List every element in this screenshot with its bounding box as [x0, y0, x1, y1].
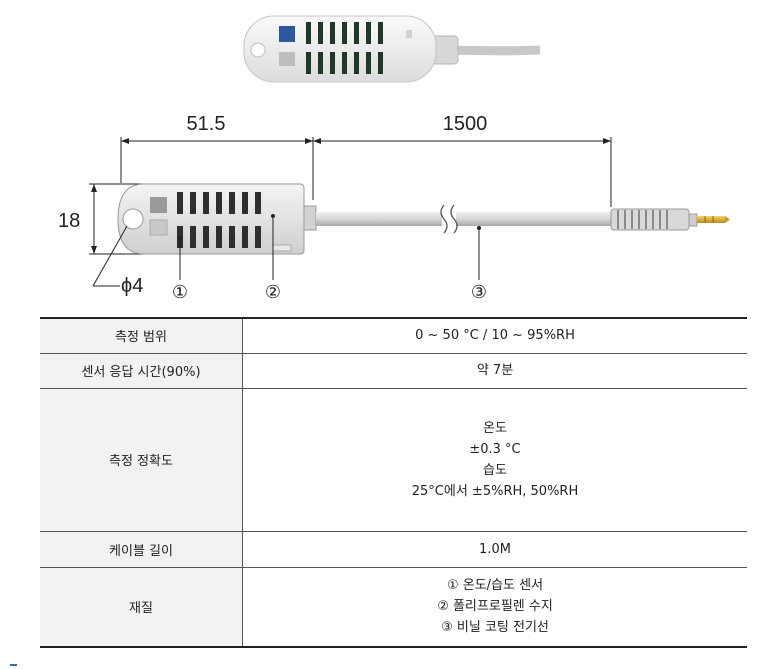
spec-value-line: ② 폴리프로필렌 수지 [437, 599, 553, 615]
callout-3: ③ [471, 282, 487, 303]
dimension-height-label: 18 [58, 210, 80, 232]
spec-value-line: 25°C에서 ±5%RH, 50%RH [411, 483, 579, 499]
spec-row-accuracy: 측정 정확도 온도 ±0.3 °C 습도 25°C에서 ±5%RH, 50%RH [40, 387, 747, 532]
photo-tab [406, 30, 412, 38]
plug-pin [697, 216, 725, 223]
break-mark-left [440, 204, 448, 234]
spec-value: 약 7분 [242, 352, 747, 389]
spec-label: 재질 [40, 566, 243, 648]
sensor-body [117, 183, 305, 255]
mount-hole [122, 208, 144, 230]
photo-mount-hole [250, 42, 266, 58]
spec-label: 측정 범위 [40, 317, 243, 354]
product-figure: 51.5 1500 18 [0, 0, 781, 310]
product-photo [243, 15, 541, 83]
break-mark-right [450, 204, 458, 234]
spec-value-line: 습도 [483, 462, 507, 478]
photo-sensor-body [243, 15, 437, 83]
vent-slots [177, 192, 261, 248]
spec-value-line: ③ 비닐 코팅 전기선 [441, 620, 549, 636]
spec-label: 측정 정확도 [40, 387, 243, 532]
spec-value-line: ① 온도/습도 센서 [446, 578, 544, 594]
spec-row-cable-length: 케이블 길이 1.0M [40, 530, 747, 568]
spec-value: 1.0M [242, 530, 747, 568]
spec-row-range: 측정 범위 0 ~ 50 °C / 10 ~ 95%RH [40, 317, 747, 354]
cable-segment-left [316, 212, 442, 226]
spec-value: ① 온도/습도 센서 ② 폴리프로필렌 수지 ③ 비닐 코팅 전기선 [242, 566, 747, 648]
photo-vent-slots [306, 22, 383, 74]
cable-segment-right [456, 212, 611, 226]
spec-value: 0 ~ 50 °C / 10 ~ 95%RH [242, 317, 747, 354]
spec-row-response-time: 센서 응답 시간(90%) 약 7분 [40, 352, 747, 389]
spec-table: 측정 범위 0 ~ 50 °C / 10 ~ 95%RH 센서 응답 시간(90… [40, 317, 747, 648]
plug-grips [617, 210, 668, 229]
dimension-length-label: 51.5 [187, 113, 226, 135]
spec-label: 센서 응답 시간(90%) [40, 352, 243, 389]
spec-value-line: 1.0M [479, 541, 511, 557]
dimension-cable-label: 1500 [443, 113, 488, 135]
sensor-drawing: 51.5 1500 18 [58, 15, 730, 303]
callout-2: ② [265, 282, 281, 303]
spec-row-material: 재질 ① 온도/습도 센서 ② 폴리프로필렌 수지 ③ 비닐 코팅 전기선 [40, 566, 747, 648]
spec-value-line: ±0.3 °C [469, 441, 521, 457]
photo-blue-chip [279, 26, 295, 42]
technical-drawing: 51.5 1500 18 [58, 113, 730, 303]
spec-value-line: 0 ~ 50 °C / 10 ~ 95%RH [415, 328, 575, 344]
spec-value: 온도 ±0.3 °C 습도 25°C에서 ±5%RH, 50%RH [242, 387, 747, 532]
spec-value-line: 온도 [483, 420, 507, 436]
accent-dash [10, 664, 17, 666]
hole-diameter-label: ϕ4 [121, 275, 143, 297]
photo-vent-grid [279, 52, 295, 66]
spec-value-line: 약 7분 [476, 363, 514, 378]
strain-relief [303, 205, 317, 231]
plug-housing [610, 208, 690, 231]
sensor-vent-grid [149, 219, 168, 236]
callout-1: ① [172, 282, 188, 303]
sensor-chip [150, 197, 167, 213]
spec-label: 케이블 길이 [40, 530, 243, 568]
